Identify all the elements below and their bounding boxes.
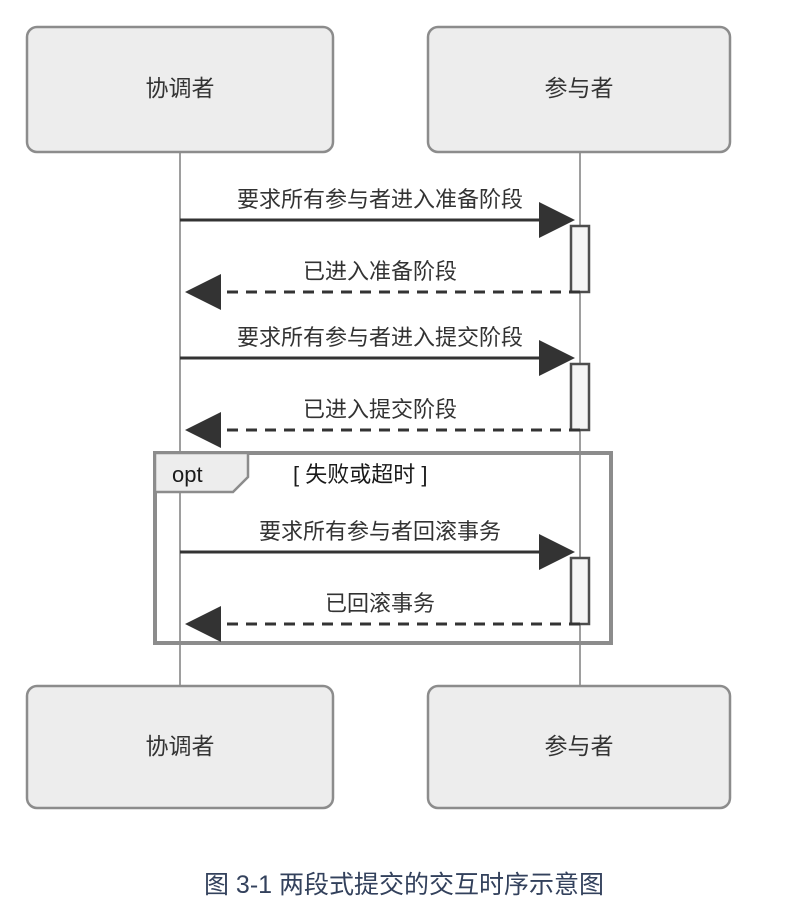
message-6-rolled-back-reply[interactable]: 已回滚事务	[185, 591, 580, 642]
message-2-label: 已进入准备阶段	[303, 259, 457, 284]
participant-label-coordinator-top: 协调者	[146, 75, 215, 101]
participant-header-participant[interactable]: 参与者	[426, 25, 732, 154]
participant-label-coordinator-bottom: 协调者	[146, 733, 215, 759]
message-3-request-commit[interactable]: 要求所有参与者进入提交阶段	[180, 325, 575, 376]
figure-caption: 图 3-1 两段式提交的交互时序示意图	[204, 871, 604, 899]
participant-footer-coordinator[interactable]: 协调者	[25, 684, 335, 810]
activation-bar-3	[569, 556, 591, 626]
message-3-label: 要求所有参与者进入提交阶段	[237, 325, 523, 350]
participant-footer-participant[interactable]: 参与者	[426, 684, 732, 810]
participant-box-participant-top[interactable]	[426, 25, 732, 154]
participant-label-participant-bottom: 参与者	[545, 733, 614, 759]
message-1-label: 要求所有参与者进入准备阶段	[237, 187, 523, 212]
fragment-opt-border[interactable]	[153, 451, 613, 645]
fragment-opt-tag-shape	[153, 451, 250, 494]
participant-box-participant-bottom[interactable]	[426, 684, 732, 810]
message-4-label: 已进入提交阶段	[303, 397, 457, 422]
combined-fragment-opt[interactable]: opt [ 失败或超时 ]	[153, 451, 613, 645]
fragment-opt-tag-label: opt	[172, 462, 203, 487]
message-5-label: 要求所有参与者回滚事务	[259, 519, 501, 544]
participant-box-coordinator-top[interactable]	[25, 25, 335, 154]
message-5-request-rollback[interactable]: 要求所有参与者回滚事务	[180, 519, 575, 570]
message-4-committed-reply[interactable]: 已进入提交阶段	[185, 397, 580, 448]
fragment-opt-condition-label: [ 失败或超时 ]	[293, 462, 427, 487]
message-2-prepared-reply[interactable]: 已进入准备阶段	[185, 259, 580, 310]
participant-header-coordinator[interactable]: 协调者	[25, 25, 335, 154]
activation-bar-2	[569, 362, 591, 432]
participant-label-participant-top: 参与者	[545, 75, 614, 101]
participant-box-coordinator-bottom[interactable]	[25, 684, 335, 810]
message-1-request-prepare[interactable]: 要求所有参与者进入准备阶段	[180, 187, 575, 238]
message-6-label: 已回滚事务	[325, 591, 435, 616]
activation-bar-1	[569, 224, 591, 294]
